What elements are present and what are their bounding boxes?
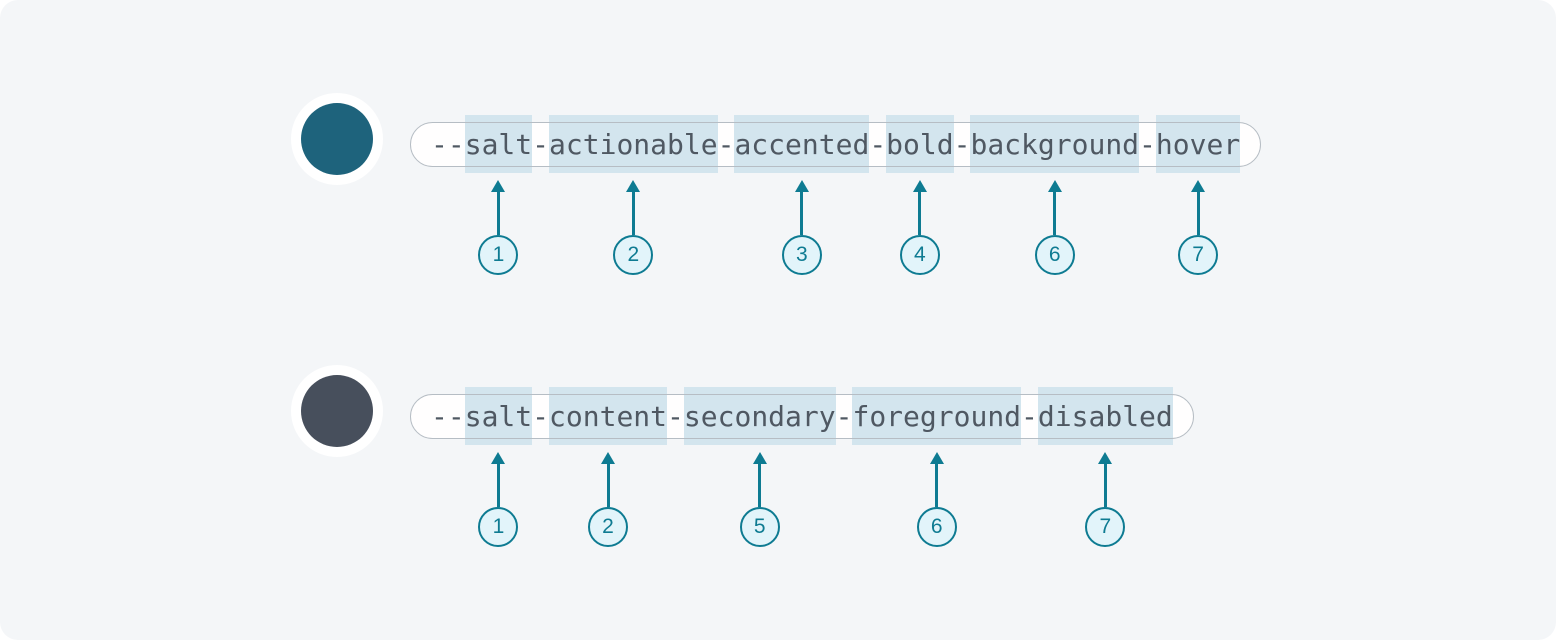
segment-number-badge: 7	[1085, 507, 1126, 547]
arrow-line	[1103, 464, 1107, 507]
token-name: --salt-actionable-accented-bold-backgrou…	[410, 115, 1261, 173]
segment-number-badge: 4	[899, 235, 940, 275]
token-segment-highlight: content	[549, 387, 668, 445]
segment-number: 2	[627, 243, 640, 266]
arrow-line	[800, 192, 804, 235]
segment-number-badge: 1	[478, 507, 519, 547]
arrow-line	[758, 464, 762, 507]
arrow-up-icon	[1191, 180, 1206, 192]
segment-callout: 2	[588, 452, 629, 547]
token-segment-highlight: foreground	[852, 387, 1021, 445]
token-segment-separator: -	[667, 400, 684, 433]
segment-callout: 2	[613, 180, 654, 275]
token-segment-separator: -	[953, 128, 971, 161]
color-swatch	[301, 103, 373, 175]
color-swatch-ring	[291, 365, 383, 457]
arrow-up-icon	[912, 180, 927, 192]
token-segment-highlight: salt	[464, 115, 533, 173]
token-segment-highlight: salt	[464, 387, 533, 445]
token-segment-separator: -	[1139, 128, 1156, 161]
segment-number: 5	[753, 515, 766, 538]
arrow-line	[1196, 192, 1200, 235]
token-segment-separator: -	[869, 128, 887, 161]
token-segment-separator: --	[431, 128, 465, 161]
token-segment-highlight: background	[970, 115, 1139, 173]
token-segment-separator: -	[532, 400, 550, 433]
token-segment-separator: -	[717, 128, 735, 161]
arrow-line	[606, 464, 610, 507]
segment-number-badge: 2	[613, 235, 654, 275]
arrow-line	[1053, 192, 1057, 235]
segment-number-badge: 7	[1178, 235, 1219, 275]
arrow-line	[935, 464, 939, 507]
arrow-up-icon	[1098, 452, 1113, 464]
segment-number: 6	[1048, 243, 1061, 266]
segment-number: 6	[930, 515, 943, 538]
segment-number-badge: 6	[916, 507, 957, 547]
segment-callout: 1	[478, 180, 519, 275]
segment-number-badge: 2	[588, 507, 629, 547]
arrow-up-icon	[929, 452, 944, 464]
segment-number-badge: 1	[478, 235, 519, 275]
arrow-line	[918, 192, 922, 235]
color-swatch	[301, 375, 373, 447]
token-pill: --salt-content-secondary-foreground-disa…	[410, 387, 1194, 445]
arrow-up-icon	[626, 180, 641, 192]
token-segment-separator: -	[532, 128, 550, 161]
arrow-up-icon	[1047, 180, 1062, 192]
arrow-line	[496, 192, 500, 235]
segment-number-badge: 6	[1034, 235, 1075, 275]
token-segment-highlight: actionable	[549, 115, 718, 173]
segment-callout: 7	[1178, 180, 1219, 275]
segment-callout: 6	[916, 452, 957, 547]
arrow-up-icon	[491, 180, 506, 192]
segment-callout: 5	[739, 452, 780, 547]
arrow-up-icon	[601, 452, 616, 464]
segment-callout: 6	[1034, 180, 1075, 275]
token-segment-separator: -	[835, 400, 853, 433]
segment-number: 7	[1099, 515, 1112, 538]
token-segment-separator: -	[1021, 400, 1038, 433]
token-segment-highlight: accented	[734, 115, 869, 173]
segment-number: 2	[602, 515, 614, 538]
token-segment-highlight: disabled	[1037, 387, 1173, 445]
segment-number-badge: 5	[739, 507, 780, 547]
color-swatch-ring	[291, 93, 383, 185]
token-segment-highlight: bold	[886, 115, 955, 173]
arrow-up-icon	[794, 180, 809, 192]
token-segment-separator: --	[431, 400, 465, 433]
segment-callout: 3	[781, 180, 822, 275]
token-segment-highlight: hover	[1155, 115, 1241, 173]
segment-number: 4	[914, 243, 926, 266]
token-segment-highlight: secondary	[683, 387, 836, 445]
segment-number: 7	[1192, 243, 1204, 266]
arrow-up-icon	[491, 452, 506, 464]
arrow-line	[631, 192, 635, 235]
token-name: --salt-content-secondary-foreground-disa…	[410, 387, 1194, 445]
segment-number: 3	[796, 243, 808, 266]
segment-callout: 7	[1085, 452, 1126, 547]
arrow-up-icon	[752, 452, 767, 464]
segment-callout: 1	[478, 452, 519, 547]
segment-number: 1	[492, 243, 505, 266]
token-pill: --salt-actionable-accented-bold-backgrou…	[410, 115, 1262, 173]
segment-number: 1	[492, 515, 505, 538]
segment-number-badge: 3	[781, 235, 822, 275]
segment-callout: 4	[899, 180, 940, 275]
arrow-line	[496, 464, 500, 507]
